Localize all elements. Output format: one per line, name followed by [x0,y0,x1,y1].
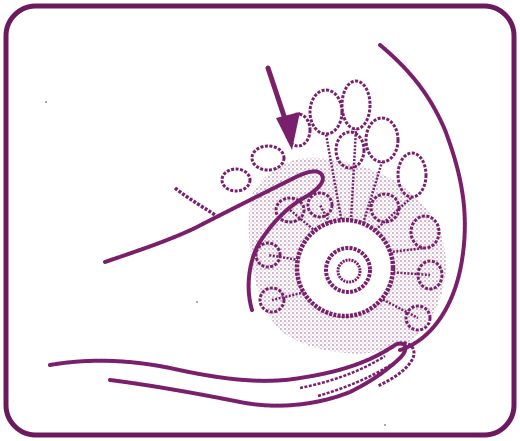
areola [297,220,393,316]
